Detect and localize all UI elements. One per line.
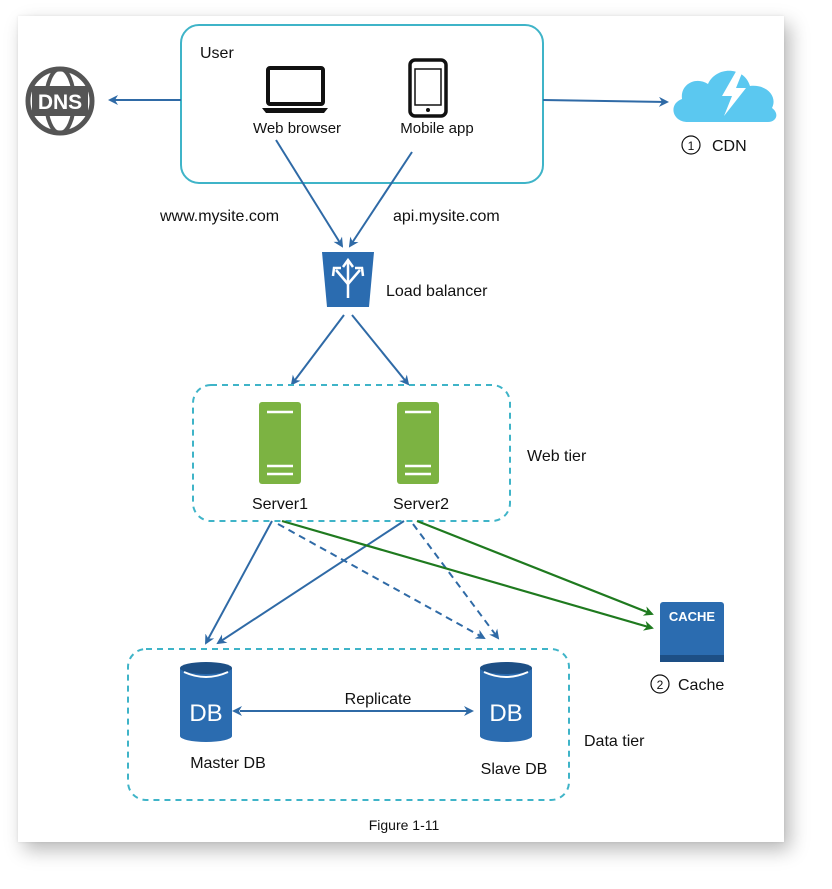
arrow-server2-to-master xyxy=(216,520,405,645)
slave-db-icon: DB xyxy=(480,662,532,742)
web-tier-box xyxy=(192,384,511,522)
arrow-server1-to-slave xyxy=(277,523,486,639)
server1-icon xyxy=(259,402,301,484)
user-title: User xyxy=(200,45,234,62)
master-db-label: Master DB xyxy=(190,755,266,772)
dns-globe-icon: DNS xyxy=(25,66,95,136)
arrow-lb-to-server1 xyxy=(290,314,345,386)
server2-icon xyxy=(397,402,439,484)
master-db-icon: DB xyxy=(180,662,232,742)
arrow-server1-to-master xyxy=(205,520,273,645)
figure-caption: Figure 1-11 xyxy=(369,817,440,833)
svg-text:2: 2 xyxy=(657,678,664,692)
slave-db-icon-text: DB xyxy=(489,700,522,727)
web-url-label: www.mysite.com xyxy=(159,208,279,225)
mobile-phone-icon xyxy=(408,58,448,118)
server2-label: Server2 xyxy=(393,496,449,513)
cache-icon: CACHE xyxy=(660,602,724,662)
api-url-label: api.mysite.com xyxy=(393,208,500,225)
svg-text:1: 1 xyxy=(688,139,695,153)
replicate-label: Replicate xyxy=(345,691,412,708)
server1-label: Server1 xyxy=(252,496,308,513)
dns-text: DNS xyxy=(38,91,82,114)
cache-label: Cache xyxy=(678,677,724,694)
web-browser-label: Web browser xyxy=(253,120,341,137)
web-tier-label: Web tier xyxy=(527,448,587,465)
arrow-mobile-to-lb xyxy=(348,151,413,248)
arrow-server1-to-cache xyxy=(281,519,654,631)
arrow-server2-to-cache xyxy=(416,519,654,616)
arrow-to-cdn xyxy=(542,96,669,107)
data-tier-box xyxy=(127,648,570,801)
cdn-number-badge: 1 xyxy=(681,135,701,155)
laptop-icon xyxy=(262,66,328,113)
user-box: User xyxy=(180,24,544,184)
cache-number-badge: 2 xyxy=(650,674,670,694)
cdn-cloud-icon xyxy=(673,68,777,122)
data-tier-label: Data tier xyxy=(584,733,645,750)
cdn-label: CDN xyxy=(712,138,747,155)
arrow-lb-to-server2 xyxy=(351,314,410,386)
load-balancer-icon xyxy=(322,252,374,307)
slave-db-label: Slave DB xyxy=(481,761,548,778)
mobile-app-label: Mobile app xyxy=(400,120,473,137)
master-db-icon-text: DB xyxy=(189,700,222,727)
load-balancer-label: Load balancer xyxy=(386,283,488,300)
arrow-web-to-lb xyxy=(275,139,344,248)
arrow-server2-to-slave xyxy=(412,523,500,640)
cache-icon-text: CACHE xyxy=(669,609,716,624)
